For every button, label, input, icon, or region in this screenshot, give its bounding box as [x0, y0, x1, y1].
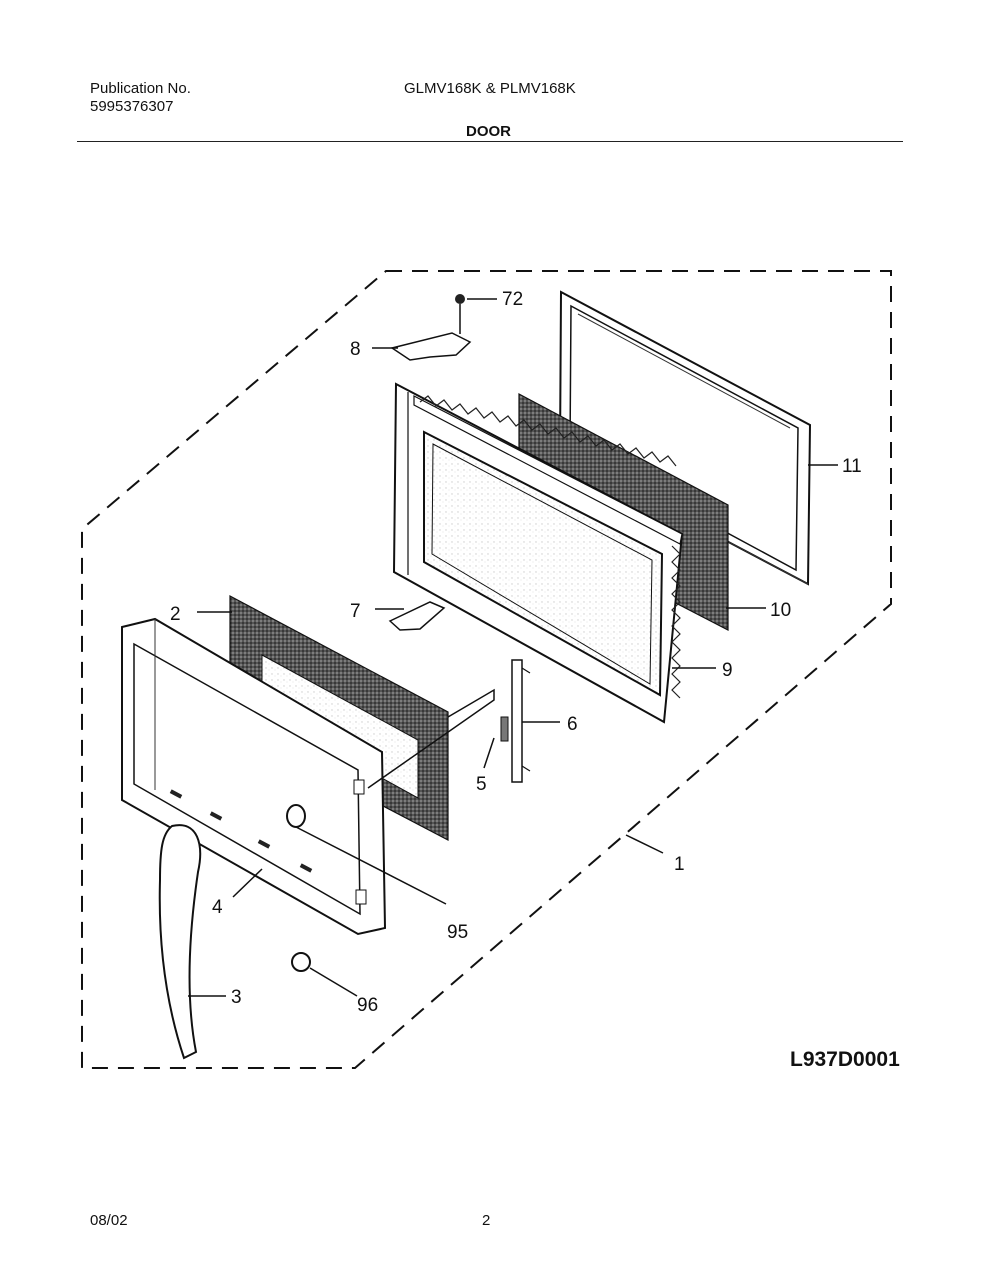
callout-2: 2 [170, 604, 181, 625]
callout-95: 95 [447, 922, 468, 943]
door-frame-part-9 [392, 382, 684, 724]
callout-8: 8 [350, 339, 361, 360]
callout-4: 4 [212, 897, 223, 918]
spring-part-5 [500, 716, 509, 742]
publication-label: Publication No. [90, 80, 191, 97]
callout-72: 72 [502, 289, 523, 310]
footer-page-number: 2 [482, 1212, 491, 1229]
screw-part-72 [455, 294, 465, 334]
assembly-boundary [81, 270, 892, 1069]
callout-96: 96 [357, 995, 378, 1016]
latch-part-6 [511, 659, 531, 783]
knob-part-96 [291, 952, 311, 972]
drawing-code: L937D0001 [790, 1048, 900, 1071]
button-part-95 [286, 804, 306, 828]
section-title: DOOR [466, 123, 511, 140]
top-hinge-part-8 [390, 332, 472, 361]
publication-number: 5995376307 [90, 98, 174, 115]
model-numbers: GLMV168K & PLMV168K [404, 80, 576, 97]
footer-date: 08/02 [90, 1212, 128, 1229]
leader-lines [188, 298, 838, 997]
bottom-hinge-part-7 [388, 601, 446, 631]
callout-9: 9 [722, 660, 733, 681]
callout-1: 1 [674, 854, 685, 875]
outer-door-frame-part-4 [121, 617, 387, 936]
callout-3: 3 [231, 987, 242, 1008]
callout-6: 6 [567, 714, 578, 735]
callout-5: 5 [476, 774, 487, 795]
choke-frame-part-11 [558, 290, 812, 586]
callout-7: 7 [350, 601, 361, 622]
callout-11: 11 [842, 456, 862, 477]
handle-part-3 [158, 824, 202, 1060]
callout-10: 10 [770, 600, 791, 621]
header-rule [77, 141, 903, 142]
